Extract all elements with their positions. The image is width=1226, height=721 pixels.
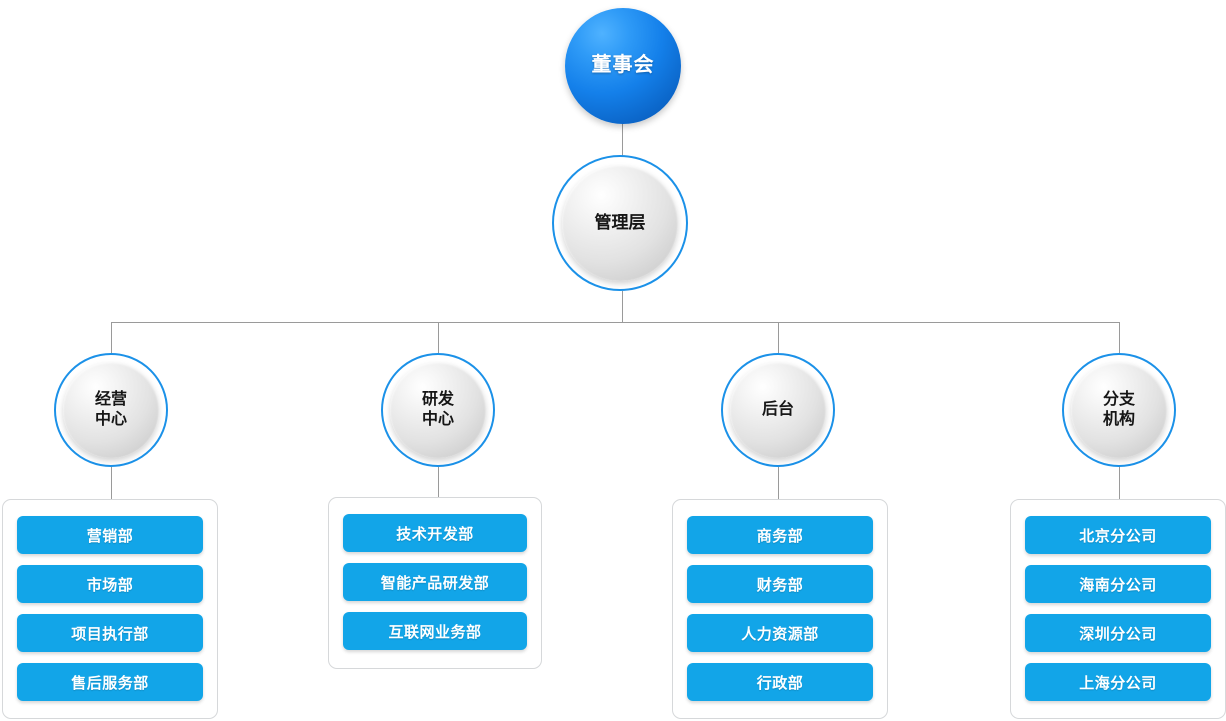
connector-center-2-to-group [438, 467, 439, 498]
node-board-of-directors[interactable]: 董事会 [565, 8, 681, 124]
connector-management-to-bus [622, 291, 623, 322]
department-pill[interactable]: 行政部 [687, 663, 873, 701]
department-pill[interactable]: 售后服务部 [17, 663, 203, 701]
department-pill[interactable]: 项目执行部 [17, 614, 203, 652]
node-center-2-label: 研发 中心 [421, 391, 454, 428]
group-box-research-development: 技术开发部 智能产品研发部 互联网业务部 [328, 497, 542, 669]
department-pill[interactable]: 北京分公司 [1025, 516, 1211, 554]
connector-bus-to-center-1 [111, 322, 112, 355]
department-pill[interactable]: 人力资源部 [687, 614, 873, 652]
department-pill[interactable]: 商务部 [687, 516, 873, 554]
connector-center-1-to-group [111, 467, 112, 499]
node-center-3-label: 后台 [761, 401, 794, 419]
department-pill[interactable]: 互联网业务部 [343, 612, 527, 650]
connector-center-4-to-group [1119, 467, 1120, 499]
connector-board-to-management [622, 122, 623, 157]
node-management[interactable]: 管理层 [552, 155, 688, 291]
connector-bus-to-center-2 [438, 322, 439, 355]
node-center-back-office[interactable]: 后台 [721, 353, 835, 467]
department-pill[interactable]: 市场部 [17, 565, 203, 603]
group-box-back-office: 商务部 财务部 人力资源部 行政部 [672, 499, 888, 719]
department-pill[interactable]: 智能产品研发部 [343, 563, 527, 601]
group-box-branch-offices: 北京分公司 海南分公司 深圳分公司 上海分公司 [1010, 499, 1226, 719]
node-center-research-development[interactable]: 研发 中心 [381, 353, 495, 467]
node-board-label: 董事会 [591, 54, 655, 77]
department-pill[interactable]: 技术开发部 [343, 514, 527, 552]
node-center-1-ball: 经营 中心 [63, 362, 159, 458]
department-pill[interactable]: 营销部 [17, 516, 203, 554]
department-pill[interactable]: 深圳分公司 [1025, 614, 1211, 652]
department-pill[interactable]: 财务部 [687, 565, 873, 603]
connector-center-3-to-group [778, 467, 779, 499]
node-center-4-label: 分支 机构 [1102, 391, 1135, 428]
node-center-business-operations[interactable]: 经营 中心 [54, 353, 168, 467]
node-center-4-ball: 分支 机构 [1071, 362, 1167, 458]
node-center-1-label: 经营 中心 [94, 391, 127, 428]
connector-bus-to-center-4 [1119, 322, 1120, 355]
connector-bus-to-center-3 [778, 322, 779, 355]
node-center-2-ball: 研发 中心 [390, 362, 486, 458]
node-management-label: 管理层 [594, 212, 646, 232]
connector-horizontal-bus [111, 322, 1119, 323]
department-pill[interactable]: 海南分公司 [1025, 565, 1211, 603]
department-pill[interactable]: 上海分公司 [1025, 663, 1211, 701]
node-center-3-ball: 后台 [730, 362, 826, 458]
node-center-branch-offices[interactable]: 分支 机构 [1062, 353, 1176, 467]
node-management-ball: 管理层 [562, 165, 678, 281]
group-box-business-operations: 营销部 市场部 项目执行部 售后服务部 [2, 499, 218, 719]
